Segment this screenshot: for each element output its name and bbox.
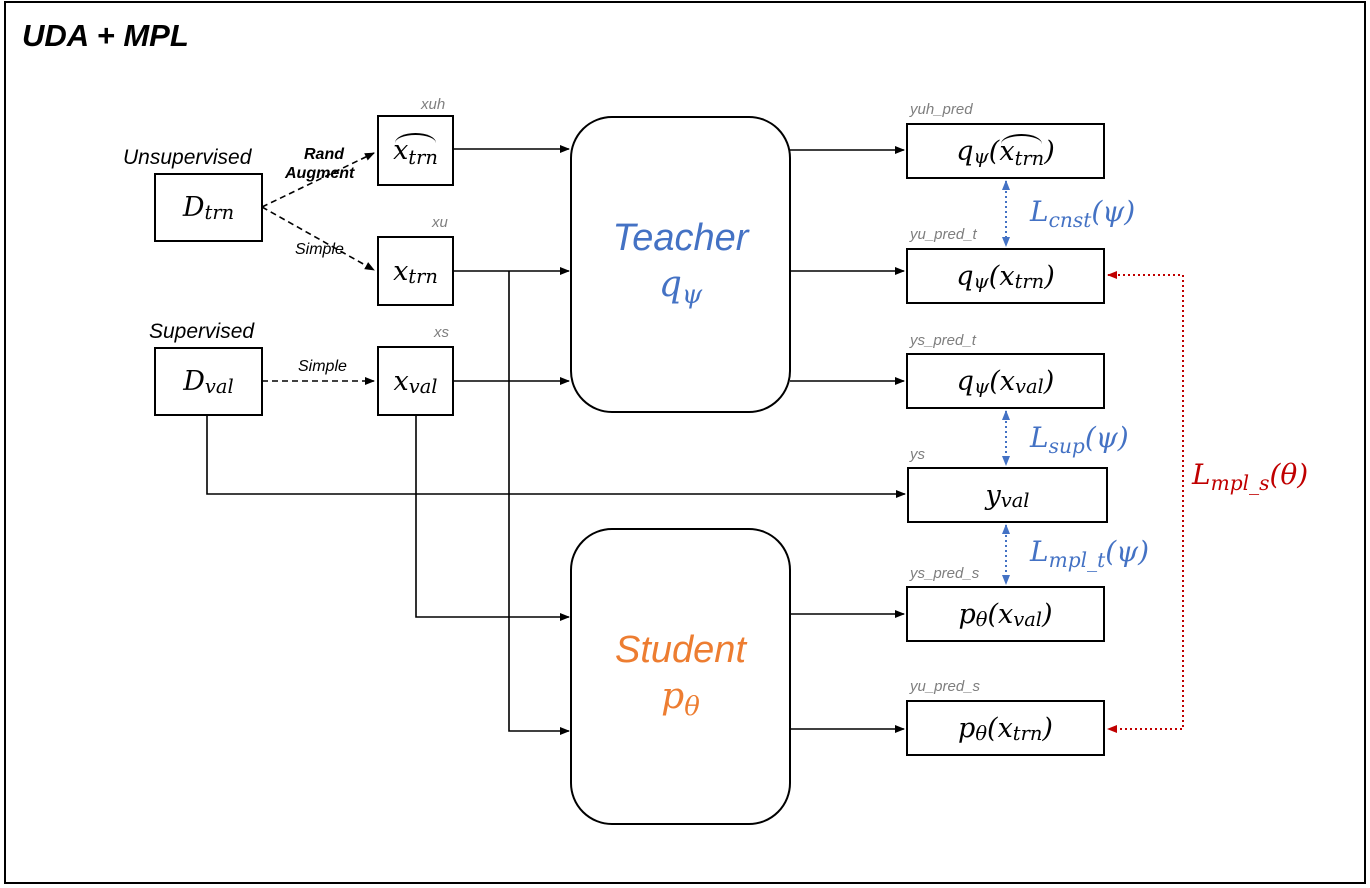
edge-randaugment (261, 152, 375, 208)
loss-cnst: Lcnst(ψ) (1030, 195, 1136, 232)
loss-link-mpl-s (1107, 271, 1184, 733)
tag-ys-pred-t: ys_pred_t (910, 332, 976, 349)
loss-sup: Lsup(ψ) (1030, 421, 1129, 458)
hat-accent: xtrn (393, 133, 438, 170)
tag-xs: xs (434, 324, 449, 341)
student-symbol: pθ (661, 676, 700, 723)
diagram-title: UDA + MPL (22, 18, 189, 53)
teacher-model: Teacher qψ (570, 116, 791, 413)
edge-label-rand: Rand (304, 146, 344, 163)
tag-ys: ys (910, 446, 925, 463)
hat-accent: xtrn (999, 133, 1045, 170)
student-model: Student pθ (570, 528, 791, 825)
edge-label-simple-sup: Simple (298, 358, 347, 375)
unsupervised-label: Unsupervised (123, 146, 252, 169)
supervised-label: Supervised (149, 320, 255, 343)
edge-simple-unsup (261, 206, 375, 271)
tag-xu: xu (432, 214, 448, 231)
edge-xu-student (508, 271, 570, 735)
tag-yu-pred-t: yu_pred_t (910, 226, 977, 243)
tag-yu-pred-s: yu_pred_s (910, 678, 981, 695)
edge-dval-yval (206, 415, 906, 498)
xuh-box: xtrn (377, 115, 454, 186)
teacher-name: Teacher (612, 217, 749, 259)
loss-mpl-s: Lmpl_s(θ) (1192, 458, 1309, 495)
edge-label-augment: Augment (285, 165, 355, 182)
edge-label-simple-unsup: Simple (295, 241, 344, 258)
student-name: Student (615, 629, 746, 671)
edge-xs-student (415, 415, 570, 621)
tag-xuh: xuh (421, 96, 446, 113)
diagram-frame (4, 1, 1366, 884)
teacher-symbol: qψ (658, 264, 703, 311)
tag-yuh-pred: yuh_pred (910, 101, 973, 118)
loss-mpl-t: Lmpl_t(ψ) (1030, 535, 1150, 572)
tag-ys-pred-s: ys_pred_s (910, 565, 980, 582)
